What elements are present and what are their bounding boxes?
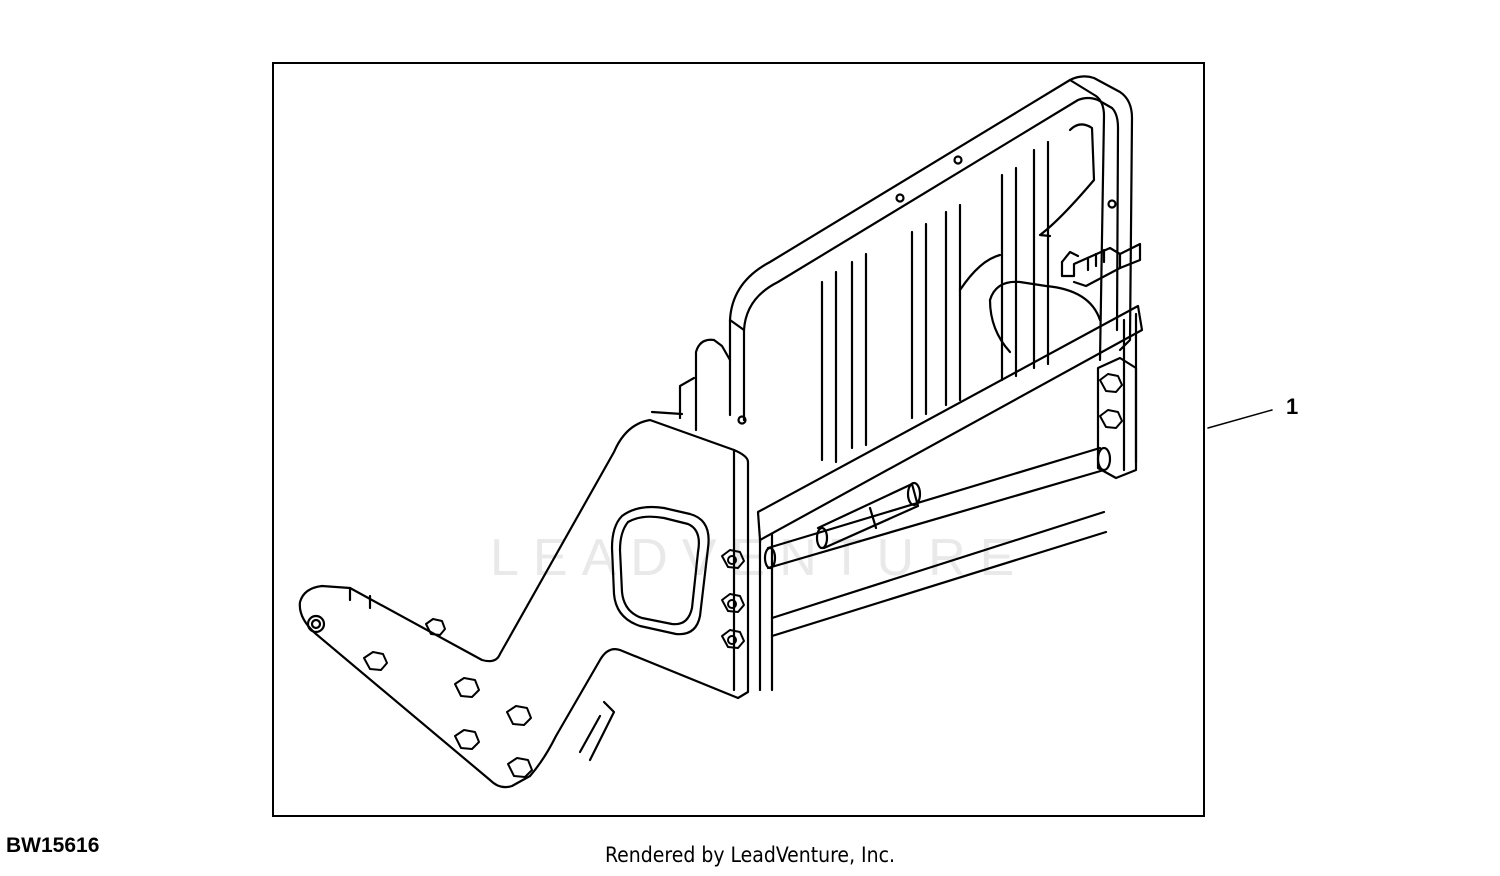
cross-beam [758, 306, 1142, 690]
bolt [1100, 410, 1122, 428]
bolt [722, 630, 744, 648]
credit-text: Rendered by LeadVenture, Inc. [605, 843, 895, 867]
bolt [364, 652, 387, 670]
bolt [455, 730, 479, 749]
cylinder-pins [765, 448, 1110, 636]
side-plate [300, 340, 748, 787]
upright-frame [730, 76, 1132, 462]
bolts [364, 374, 1122, 777]
bolt [507, 706, 531, 725]
bolt [455, 678, 479, 697]
bolt [508, 758, 532, 777]
bolt [722, 594, 744, 612]
figure-id: BW15616 [6, 834, 100, 857]
bolt [722, 550, 744, 568]
bolt [426, 619, 445, 635]
electrical-connector [1062, 244, 1140, 286]
callout-label: 1 [1286, 394, 1299, 419]
illustration-frame [272, 62, 1205, 817]
bolt [1100, 374, 1122, 392]
watermark: LEADVENTURE [490, 529, 1029, 587]
callout-leader [1208, 410, 1272, 428]
